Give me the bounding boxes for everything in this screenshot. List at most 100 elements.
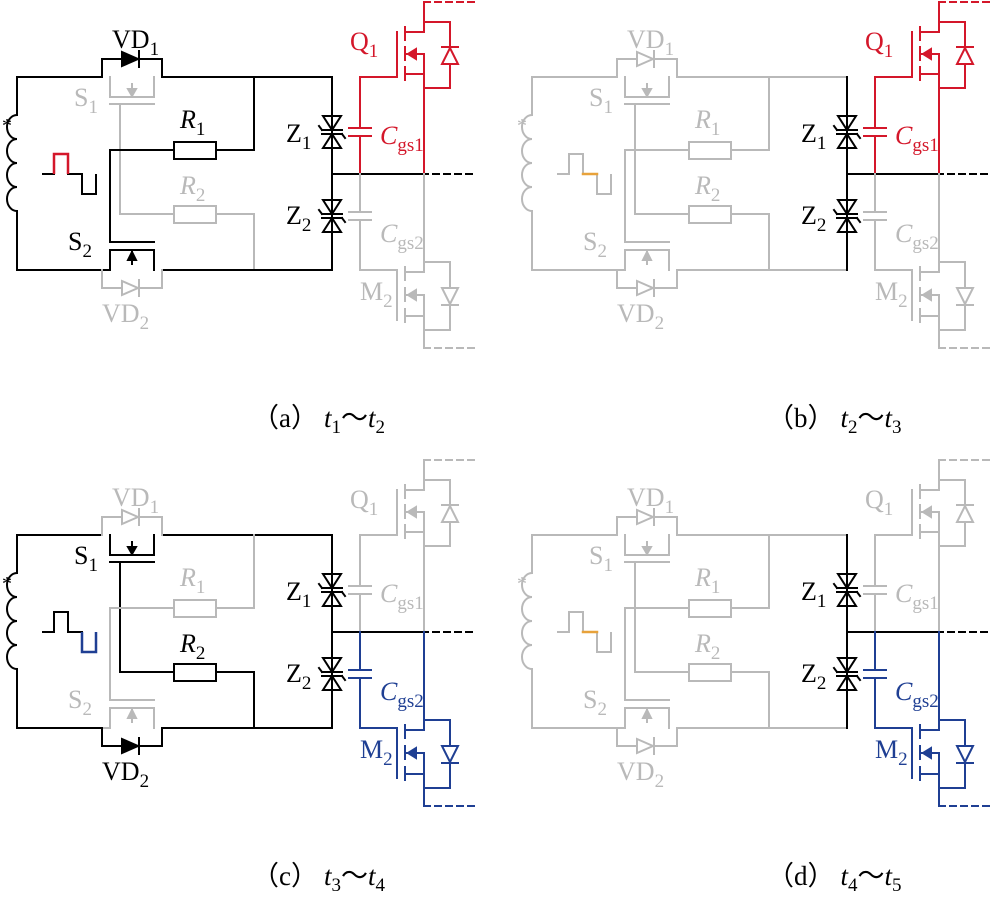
r2-label: R2 bbox=[179, 629, 205, 664]
z1-zener-hook-1 bbox=[317, 124, 324, 132]
caption-t-end: t bbox=[885, 861, 894, 891]
caption-t-start: t bbox=[841, 861, 850, 891]
m2-label-sub: 2 bbox=[898, 291, 908, 312]
panel-caption: （b）t2～t3 bbox=[767, 403, 902, 438]
pulse-outline bbox=[42, 611, 97, 653]
q1-label-sub: 1 bbox=[884, 499, 894, 520]
z2-zener-tri-bottom bbox=[836, 216, 858, 233]
cgs2-label-main: C bbox=[380, 219, 398, 248]
z2-zener bbox=[317, 657, 347, 691]
r1-label-main: R bbox=[179, 563, 196, 592]
cgs2-label: Cgs2 bbox=[895, 219, 939, 254]
transformer-winding: * bbox=[517, 76, 533, 271]
vd2-label-main: VD bbox=[102, 757, 140, 786]
z2-label-main: Z bbox=[286, 659, 302, 688]
caption-sep: ～ bbox=[341, 403, 368, 433]
m2-arrow bbox=[406, 746, 417, 760]
m2-label-main: M bbox=[360, 277, 383, 306]
z2-zener-hook-2 bbox=[340, 216, 347, 224]
z2-zener bbox=[317, 199, 347, 233]
cgs1-label: Cgs1 bbox=[380, 121, 424, 156]
z2-label-main: Z bbox=[286, 201, 302, 230]
m2-label-main: M bbox=[875, 277, 898, 306]
winding-turns bbox=[521, 114, 533, 212]
vd1-label-sub: 1 bbox=[150, 497, 160, 518]
vd2-diode-tri bbox=[121, 279, 141, 297]
gate-pulse-waveform bbox=[557, 153, 612, 195]
z2-zener-hook-1 bbox=[832, 666, 839, 674]
vd2-label: VD2 bbox=[617, 757, 664, 792]
vd2-label-sub: 2 bbox=[140, 771, 150, 792]
cgs1-capacitor bbox=[863, 127, 887, 137]
r2-resistor bbox=[173, 663, 217, 682]
q1-body-diode bbox=[955, 503, 975, 523]
s1-label-sub: 1 bbox=[88, 555, 98, 576]
winding-dot: * bbox=[517, 115, 527, 137]
caption-sub-start: 1 bbox=[332, 417, 342, 438]
transformer-winding: * bbox=[2, 76, 18, 271]
winding-turns bbox=[521, 572, 533, 670]
s1-switch bbox=[109, 76, 155, 105]
z2-zener-tri-bottom bbox=[321, 674, 343, 691]
vd2-label: VD2 bbox=[617, 299, 664, 334]
r2-label-main: R bbox=[179, 171, 196, 200]
vd1-label-main: VD bbox=[627, 25, 665, 54]
s2-label-main: S bbox=[583, 685, 597, 714]
vd1-label-main: VD bbox=[112, 483, 150, 512]
caption-open: （d） bbox=[767, 861, 835, 891]
caption-open: （c） bbox=[252, 861, 318, 891]
z1-zener-tri-top bbox=[836, 573, 858, 590]
z2-label-sub: 2 bbox=[302, 673, 312, 694]
s1-label-sub: 1 bbox=[88, 97, 98, 118]
z1-zener-hook-2 bbox=[855, 132, 862, 140]
vd2-diode bbox=[121, 737, 141, 755]
vd1-label-sub: 1 bbox=[150, 39, 160, 60]
z1-zener-tri-bottom bbox=[321, 590, 343, 607]
q1-body-diode bbox=[440, 503, 460, 523]
z2-label: Z2 bbox=[801, 201, 826, 236]
z2-zener bbox=[832, 657, 862, 691]
caption-t-end: t bbox=[368, 403, 377, 433]
caption-open: （a） bbox=[252, 403, 318, 433]
cgs1-label-sub: gs1 bbox=[912, 593, 938, 614]
caption-sub-start: 3 bbox=[332, 875, 342, 896]
z1-zener-hook-1 bbox=[832, 582, 839, 590]
winding-dot: * bbox=[2, 573, 12, 595]
cgs1-label-main: C bbox=[895, 579, 913, 608]
z2-label-main: Z bbox=[801, 659, 817, 688]
cgs1-label-main: C bbox=[380, 121, 398, 150]
vd1-diode-tri bbox=[636, 50, 656, 68]
cgs1-label-main: C bbox=[895, 121, 913, 150]
winding-dot: * bbox=[517, 573, 527, 595]
vd1-diode-tri bbox=[121, 50, 141, 68]
cgs2-label: Cgs2 bbox=[380, 677, 424, 712]
s1-label: S1 bbox=[589, 83, 613, 118]
vd2-diode-tri bbox=[636, 737, 656, 755]
m2-label-sub: 2 bbox=[383, 291, 393, 312]
z2-label: Z2 bbox=[286, 201, 311, 236]
s2-label-sub: 2 bbox=[82, 699, 92, 720]
r2-resistor bbox=[688, 205, 732, 224]
z1-zener-hook-1 bbox=[317, 582, 324, 590]
z2-label-sub: 2 bbox=[817, 673, 827, 694]
vd2-label-sub: 2 bbox=[140, 313, 150, 334]
caption-sub-end: 4 bbox=[376, 875, 386, 896]
z1-zener-tri-bottom bbox=[836, 132, 858, 149]
panel-caption: （c）t3～t4 bbox=[252, 861, 386, 896]
s1-label-main: S bbox=[589, 83, 603, 112]
s1-label: S1 bbox=[74, 83, 98, 118]
z1-zener-tri-top bbox=[836, 115, 858, 132]
caption-t-start: t bbox=[841, 403, 850, 433]
z2-label-sub: 2 bbox=[302, 215, 312, 236]
pulse-active bbox=[52, 152, 70, 174]
q1-label: Q1 bbox=[350, 485, 378, 520]
z1-zener-tri-bottom bbox=[321, 132, 343, 149]
cgs2-label-sub: gs2 bbox=[397, 691, 423, 712]
z2-zener-tri-bottom bbox=[836, 674, 858, 691]
m2-label-sub: 2 bbox=[383, 749, 393, 770]
gate-pulse-waveform bbox=[42, 152, 97, 195]
cgs1-capacitor bbox=[348, 585, 372, 595]
vd1-label-main: VD bbox=[112, 25, 150, 54]
z2-label: Z2 bbox=[801, 659, 826, 694]
